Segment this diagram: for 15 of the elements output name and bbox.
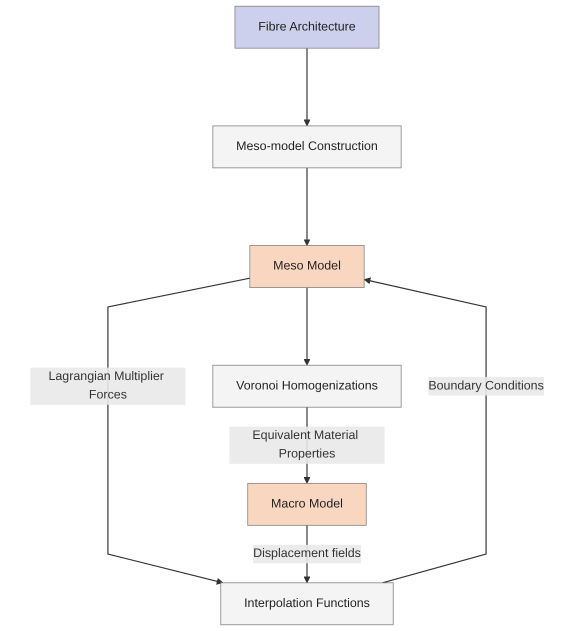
arrow — [304, 48, 310, 126]
node-box: Macro Model — [247, 482, 367, 526]
arrow — [107, 278, 250, 585]
edge-label: Lagrangian Multiplier Forces — [48, 370, 164, 402]
node-box: Meso-model Construction — [212, 126, 402, 168]
arrow — [304, 168, 310, 246]
arrow — [364, 277, 487, 584]
node-box: Meso Model — [249, 245, 365, 288]
arrow — [304, 288, 310, 366]
node-box: Fibre Architecture — [234, 6, 380, 49]
edge-label: Equivalent Material Properties — [252, 428, 358, 461]
node-box: Voronoi Homogenizations — [212, 364, 402, 408]
node-box: Interpolation Functions — [220, 582, 394, 626]
edge-label: Displacement fields — [253, 547, 361, 560]
edge-label: Boundary Conditions — [428, 379, 544, 392]
